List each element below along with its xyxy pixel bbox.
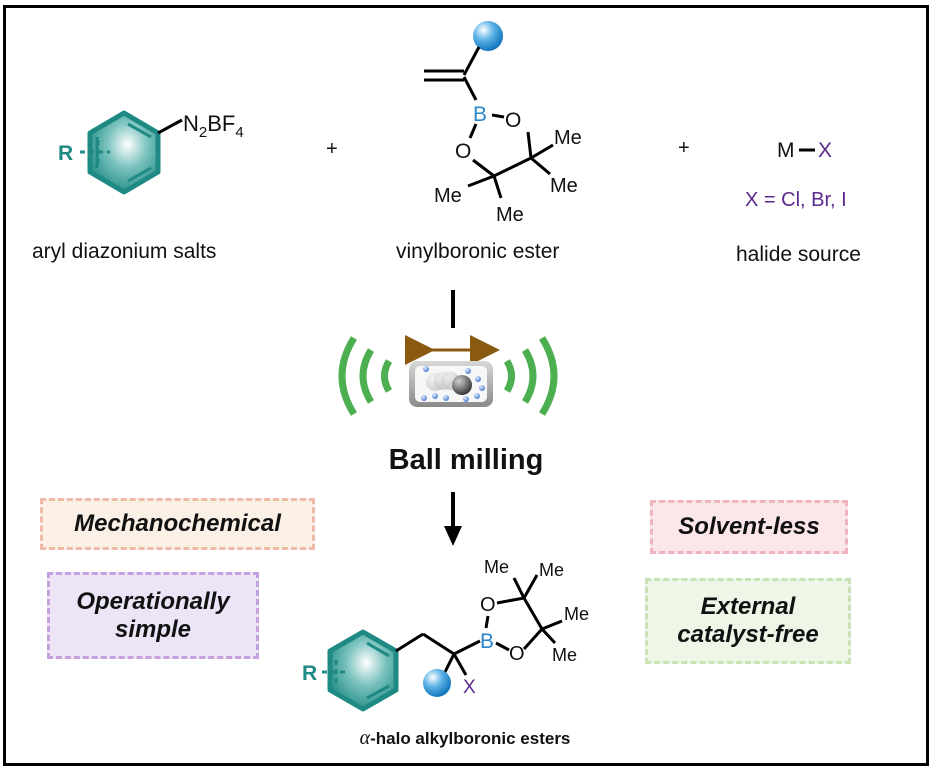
substituent-ball: [473, 21, 503, 51]
methyl-group: Me: [554, 127, 582, 149]
methyl-group: Me: [552, 645, 577, 665]
vibration-waves-left: [338, 336, 393, 416]
benzene-ring: [327, 629, 399, 712]
oxygen-atom: O: [505, 109, 521, 132]
aryl-substituent-r: R: [58, 142, 73, 165]
figure-frame: [3, 5, 929, 766]
plus-sign-2: +: [678, 137, 690, 159]
metal-atom: M: [777, 139, 795, 162]
ball-milling-title: Ball milling: [388, 444, 544, 476]
reaction-arrow-head: [444, 526, 462, 546]
oxygen-atom: O: [455, 140, 471, 163]
sample-particles: [421, 366, 485, 402]
methyl-group: Me: [550, 175, 578, 197]
oxygen-atom: O: [480, 594, 496, 616]
aryl-diazonium-label: aryl diazonium salts: [32, 240, 217, 263]
aryl-diazonium-structure: R N2BF4: [58, 110, 244, 195]
methyl-group: Me: [496, 204, 524, 226]
vibration-waves-right: [503, 336, 558, 416]
product-structure: R X B O O Me Me Me Me: [302, 557, 589, 712]
halide-source-structure: M X X = Cl, Br, I: [745, 139, 847, 211]
vinylboronic-ester-structure: B O O Me Me Me Me: [424, 21, 582, 226]
oxygen-atom: O: [509, 643, 525, 665]
methyl-group: Me: [564, 604, 589, 624]
halogen-atom: X: [463, 677, 476, 698]
product-substituent-r: R: [302, 662, 317, 685]
substituent-ball: [423, 669, 451, 697]
plus-sign-1: +: [326, 138, 338, 160]
ball-mill-icon: [338, 335, 558, 416]
boron-atom: B: [480, 630, 494, 653]
diazonium-group: N2BF4: [183, 111, 244, 141]
vinylboronic-ester-label: vinylboronic ester: [396, 240, 560, 263]
product-label: α-halo alkylboronic esters: [359, 727, 571, 749]
halide-source-label: halide source: [736, 243, 861, 266]
feature-solvent-less: Solvent-less: [650, 500, 848, 554]
methyl-group: Me: [539, 560, 564, 580]
feature-mechanochemical: Mechanochemical: [40, 498, 315, 550]
halogen-atom: X: [818, 139, 832, 162]
methyl-group: Me: [434, 185, 462, 207]
halogen-definition: X = Cl, Br, I: [745, 189, 847, 211]
boron-atom: B: [473, 103, 487, 126]
milling-ball: [452, 375, 472, 395]
methyl-group: Me: [484, 557, 509, 577]
